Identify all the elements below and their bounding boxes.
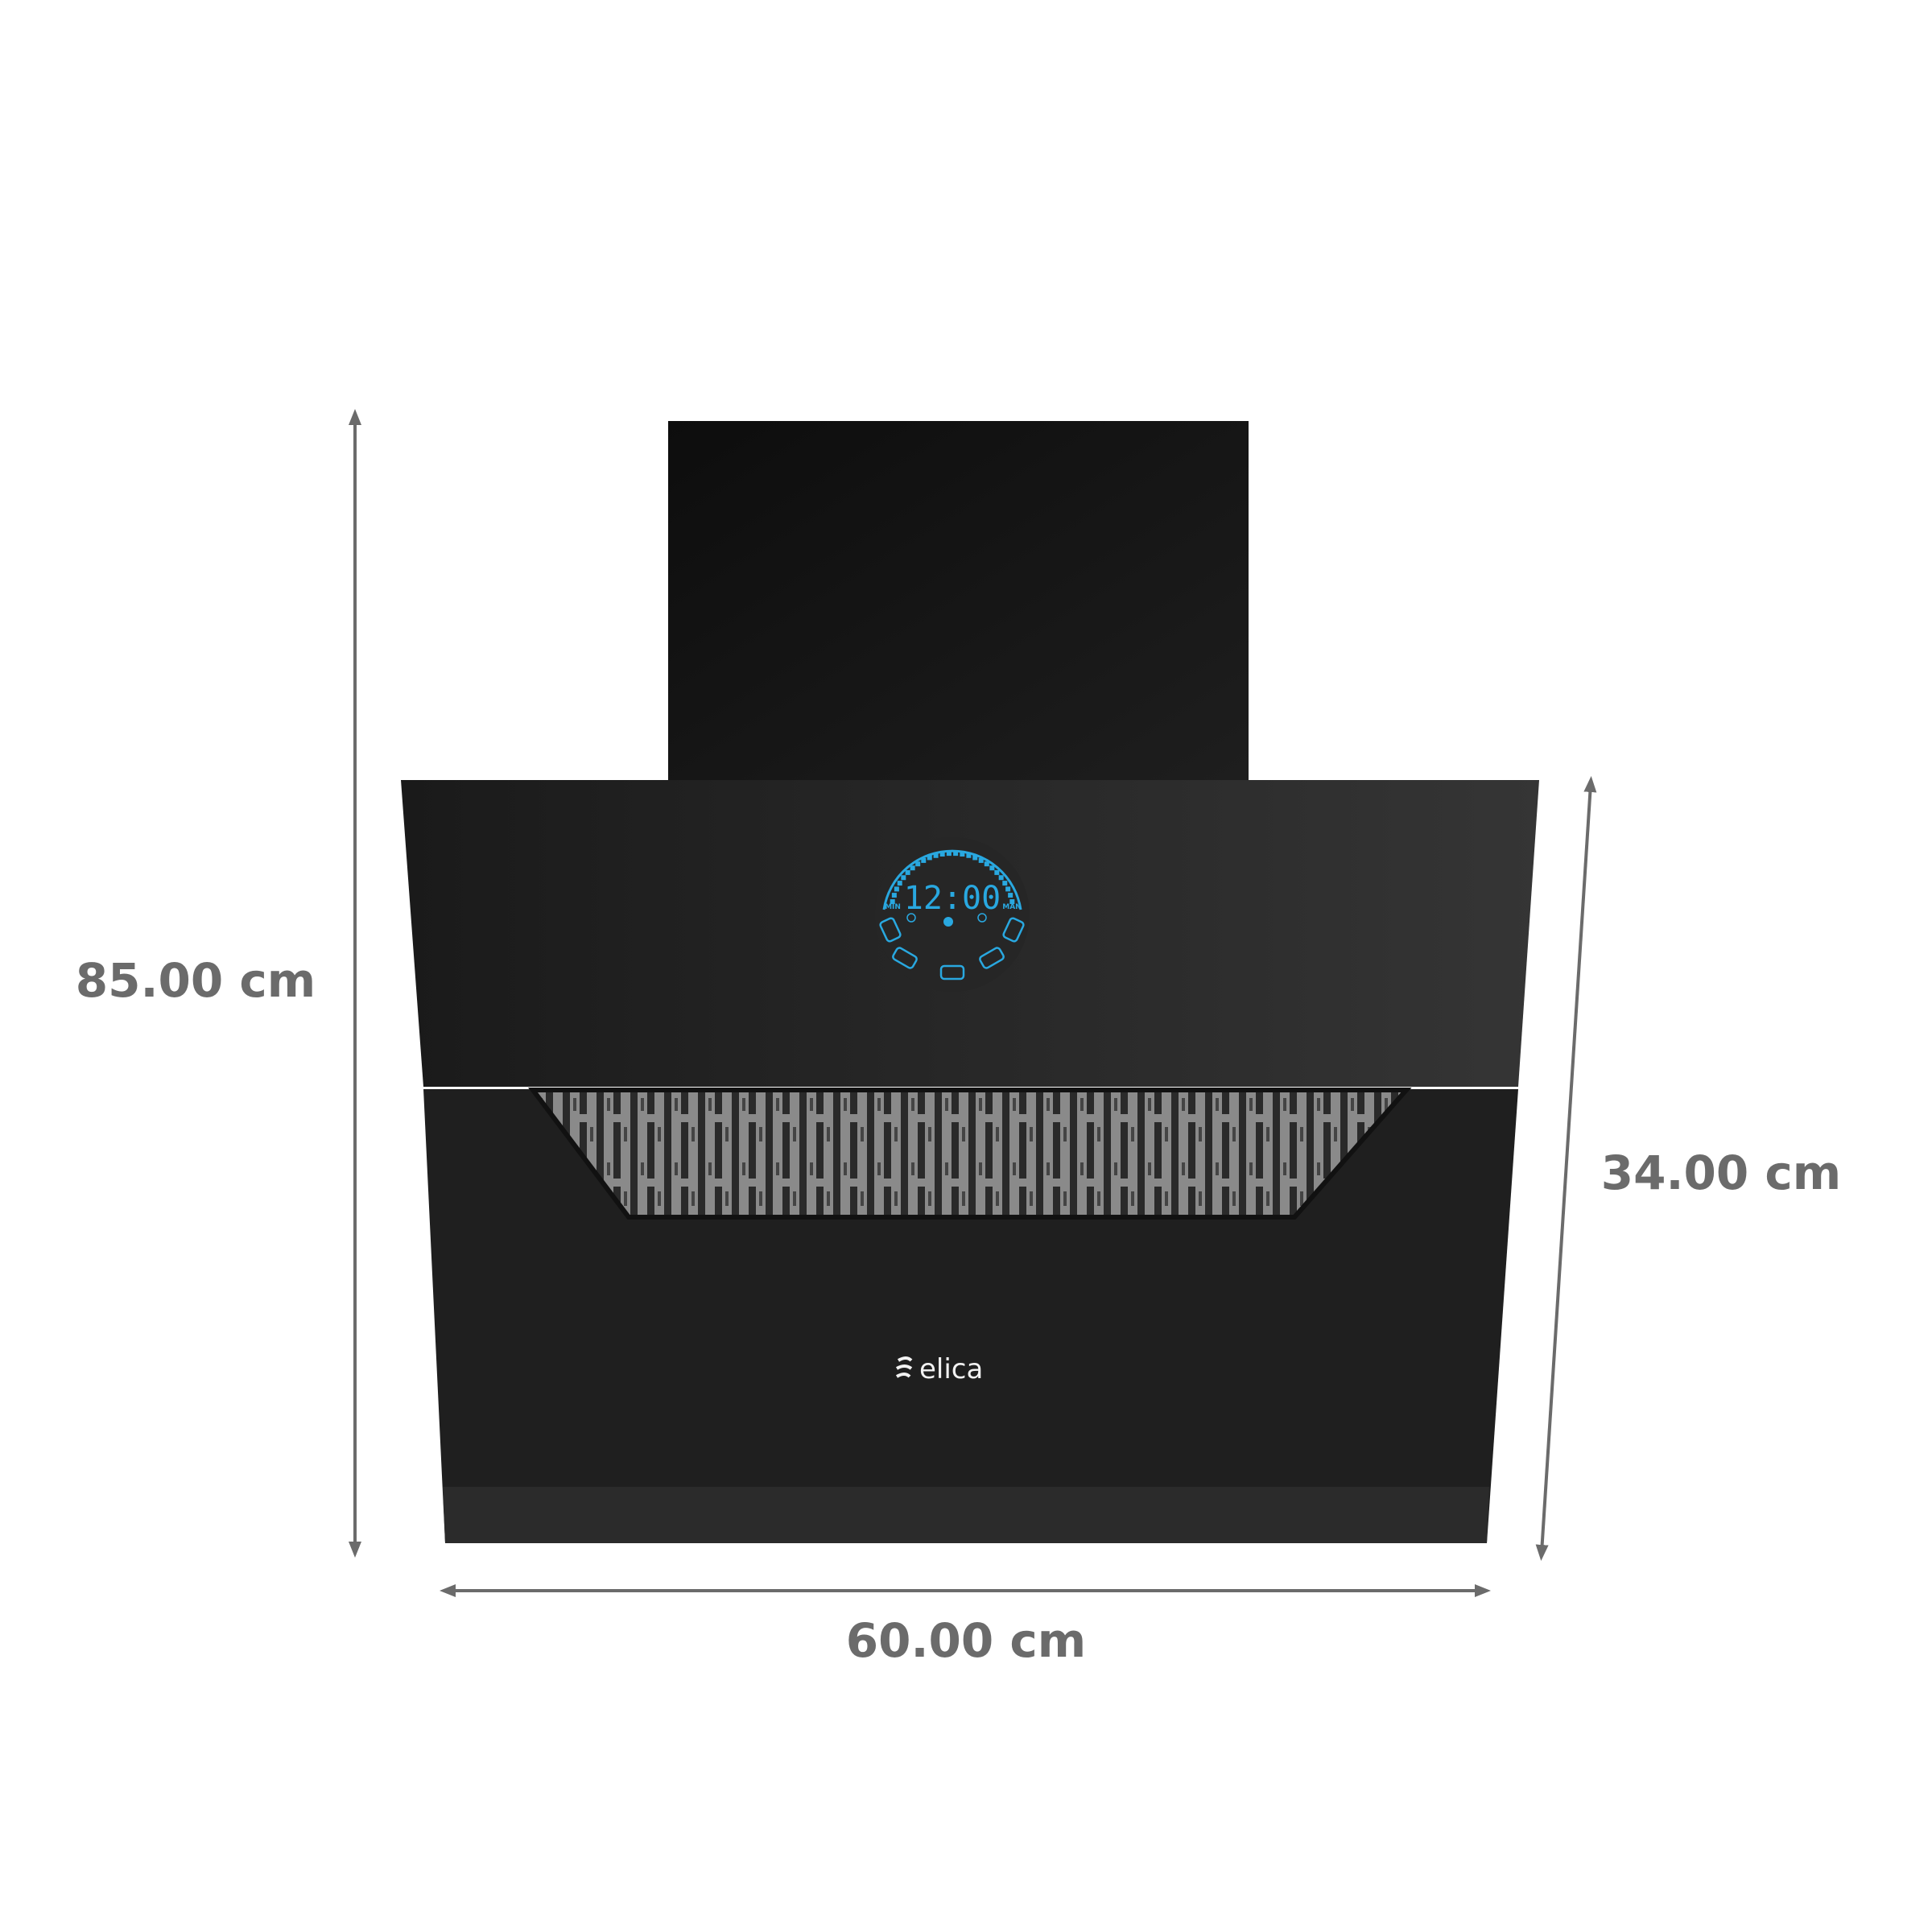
speed-level-segment bbox=[910, 865, 915, 871]
brand-logo-text: elica bbox=[919, 1353, 983, 1385]
timer-icon bbox=[977, 913, 987, 923]
elica-logo: elica bbox=[895, 1353, 983, 1385]
speed-level-segment bbox=[1009, 899, 1015, 905]
speed-level-segment bbox=[998, 875, 1004, 881]
light-icon bbox=[943, 917, 953, 927]
speed-level-segment bbox=[966, 852, 972, 858]
depth-label: 34.00 cm bbox=[1601, 1146, 1841, 1200]
speed-level-segment bbox=[1002, 881, 1008, 886]
display-time: 12:00 bbox=[904, 880, 1001, 917]
speed-level-segment bbox=[1005, 886, 1011, 892]
speed-level-segment bbox=[939, 852, 945, 857]
speed-level-segment bbox=[901, 875, 906, 881]
speed-level-segment bbox=[921, 857, 927, 863]
speed-max-label: MAN bbox=[1002, 903, 1021, 911]
speed-level-segment bbox=[984, 861, 989, 867]
speed-level-segment bbox=[946, 851, 952, 857]
speed-level-segment bbox=[894, 886, 899, 892]
speed-level-segment bbox=[989, 865, 995, 871]
speed-level-segment bbox=[1008, 893, 1013, 898]
speed-level-segment bbox=[905, 869, 910, 875]
boost-button[interactable] bbox=[1002, 917, 1025, 943]
speed-down-button[interactable] bbox=[892, 947, 918, 969]
bottom-strip bbox=[443, 1487, 1489, 1543]
speed-level-segment bbox=[972, 855, 978, 861]
speed-min-label: MIN bbox=[885, 903, 901, 911]
chimney bbox=[668, 421, 1249, 780]
auto-clean-button[interactable] bbox=[879, 917, 902, 943]
depth-dimension-line bbox=[1535, 776, 1597, 1561]
power-button[interactable] bbox=[939, 964, 965, 980]
speed-level-segment bbox=[915, 861, 921, 867]
speed-up-button[interactable] bbox=[979, 947, 1005, 969]
logo-mark-icon bbox=[895, 1356, 913, 1378]
speed-level-segment bbox=[927, 855, 932, 861]
speed-level-segment bbox=[978, 857, 984, 863]
speed-level-segment bbox=[960, 852, 965, 857]
grease-filter-grille bbox=[527, 1088, 1412, 1220]
width-label: 60.00 cm bbox=[846, 1613, 1086, 1668]
control-panel: 12:00 MIN MAN bbox=[875, 837, 1030, 992]
speed-level-segment bbox=[891, 893, 897, 898]
height-label: 85.00 cm bbox=[76, 953, 316, 1008]
fan-icon bbox=[906, 913, 916, 923]
speed-level-segment bbox=[890, 899, 895, 905]
speed-level-segment bbox=[994, 869, 1000, 875]
speed-level-segment bbox=[953, 851, 959, 857]
speed-level-indicator bbox=[890, 851, 1015, 905]
speed-arc bbox=[882, 849, 1022, 910]
speed-level-segment bbox=[933, 852, 939, 858]
speed-level-segment bbox=[897, 881, 902, 886]
